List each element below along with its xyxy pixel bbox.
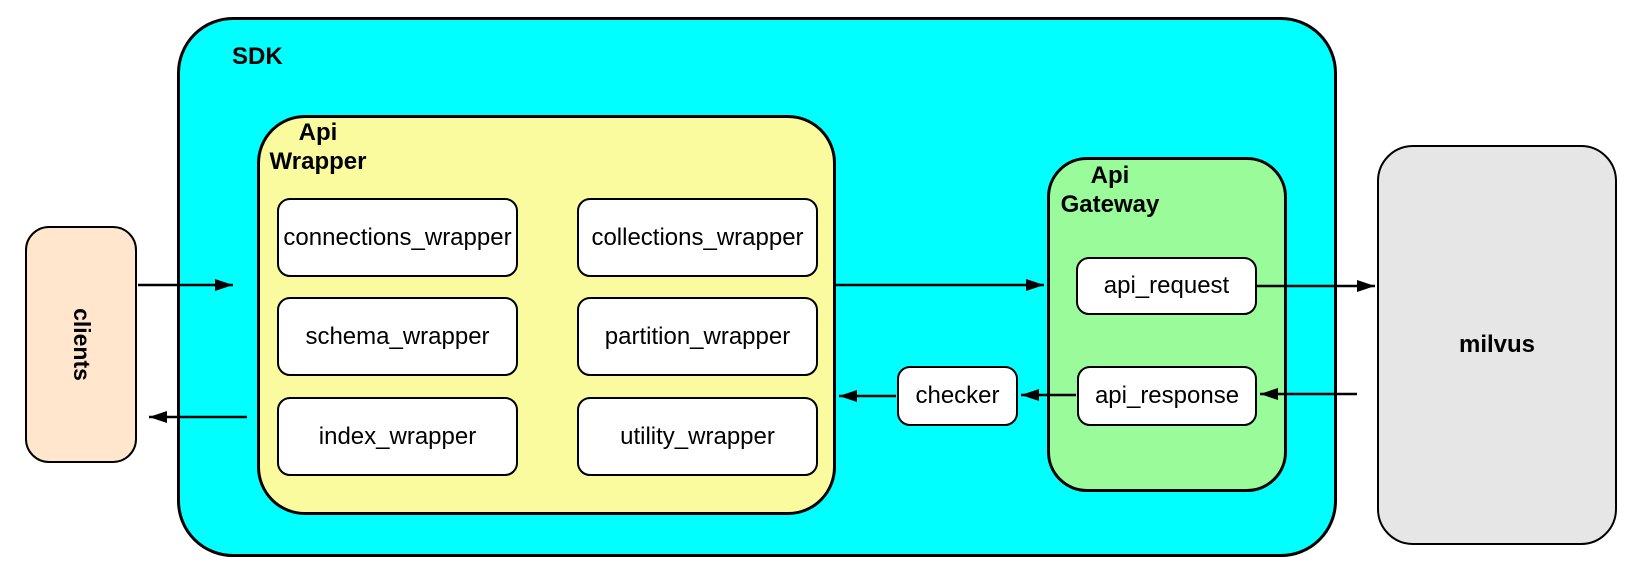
api-wrapper-label-line2: Wrapper [269, 148, 367, 175]
clients-label: clients [68, 308, 95, 381]
api-request-node: api_request [1076, 257, 1257, 315]
api-wrapper-label-line1: Api [298, 119, 338, 146]
milvus-node: milvus [1377, 145, 1617, 545]
api-response-node: api_response [1077, 366, 1257, 426]
checker-node: checker [897, 366, 1018, 426]
clients-node: clients [25, 226, 137, 463]
api-gateway-container [1047, 157, 1287, 492]
collections-wrapper-node: collections_wrapper [577, 198, 818, 277]
api-wrapper-label: Api Wrapper [262, 118, 374, 176]
api-gateway-label: Api Gateway [1050, 161, 1170, 219]
partition-wrapper-node: partition_wrapper [577, 297, 818, 376]
api-gateway-label-line2: Gateway [1060, 191, 1160, 218]
index-wrapper-node: index_wrapper [277, 397, 518, 476]
api-gateway-label-line1: Api [1090, 162, 1130, 189]
connections-wrapper-node: connections_wrapper [277, 198, 518, 277]
schema-wrapper-node: schema_wrapper [277, 297, 518, 376]
utility-wrapper-node: utility_wrapper [577, 397, 818, 476]
sdk-label: SDK [232, 43, 283, 70]
